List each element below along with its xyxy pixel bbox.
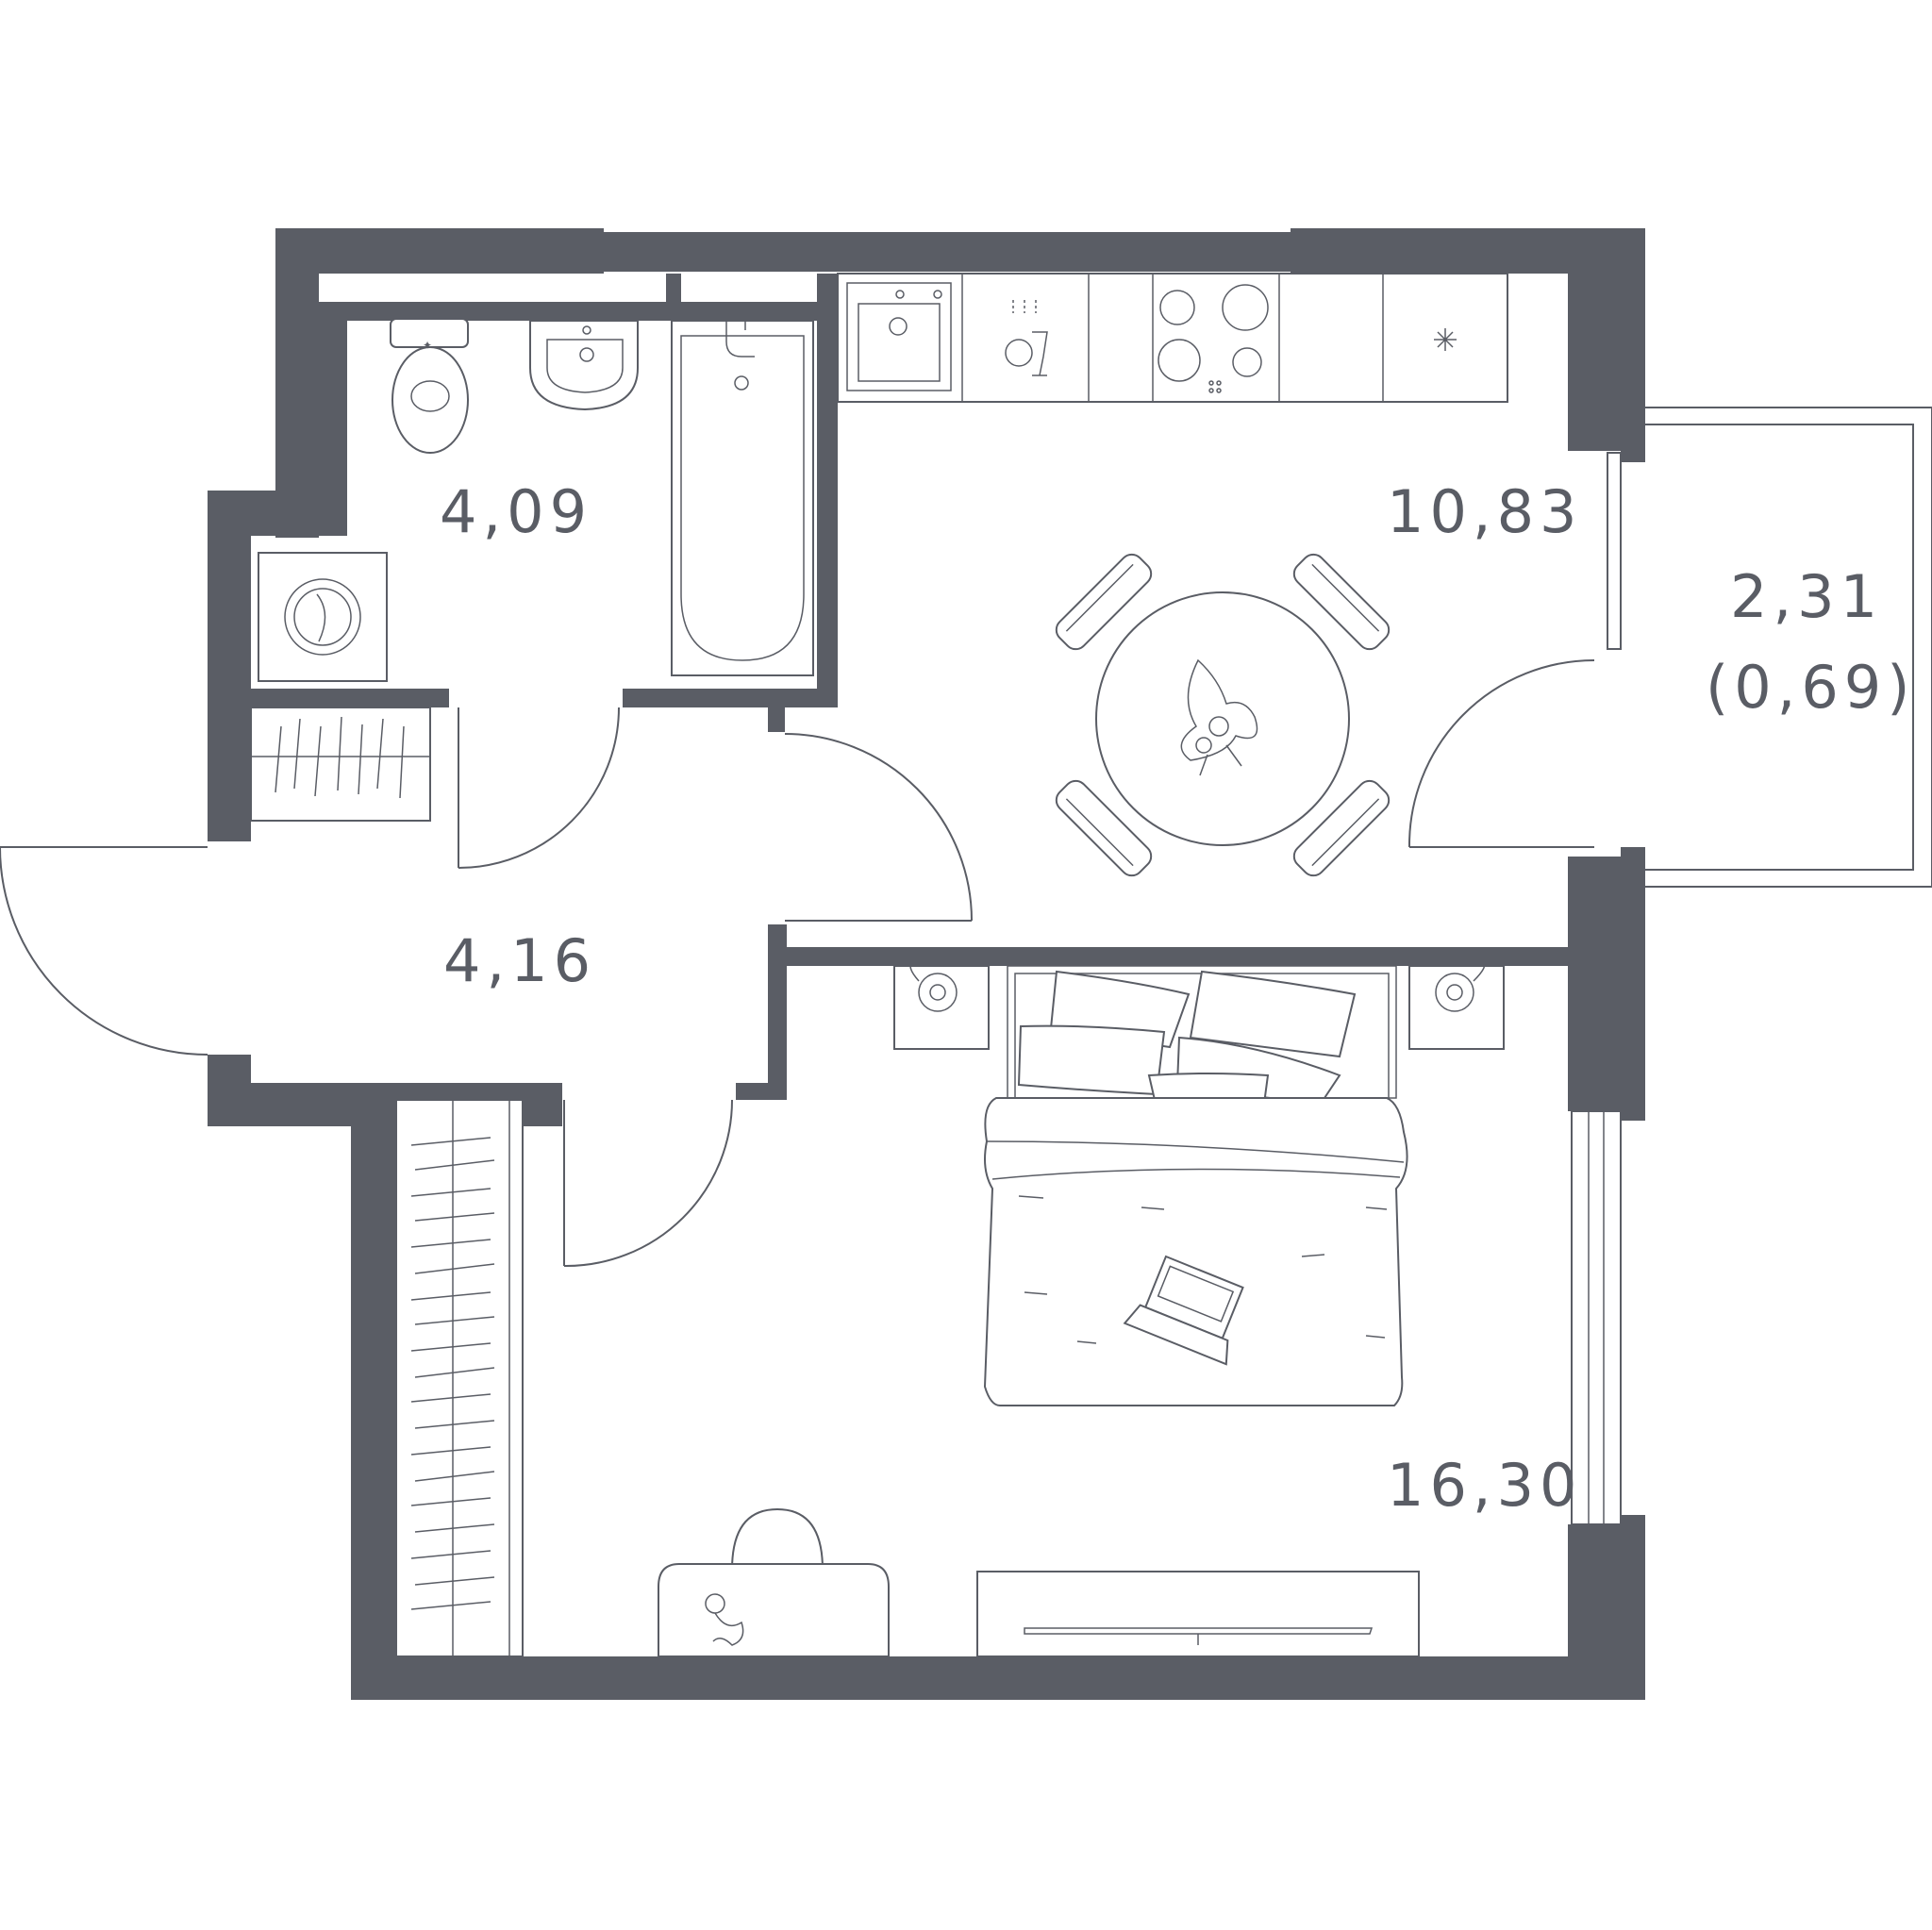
bedroom-fixtures: [395, 961, 1505, 1657]
svg-text:✦: ✦: [423, 339, 432, 352]
balcony: [1407, 407, 1932, 1525]
kitchen-area-label: 10,83: [1387, 477, 1583, 546]
dining-table-icon: [1055, 553, 1391, 877]
walls: [208, 228, 1645, 1700]
bedroom-door-icon: [563, 1099, 733, 1268]
bathroom-fixtures: ✦: [250, 318, 814, 822]
nightstand-icon: [1408, 961, 1505, 1050]
fridge-icon: [1434, 328, 1457, 351]
washing-machine-icon: [258, 552, 388, 682]
hall-area-label: 4,16: [443, 926, 596, 995]
bedroom-area-label: 16,30: [1387, 1451, 1583, 1520]
storage-shelf-icon: [250, 707, 431, 822]
bathtub-icon: [671, 320, 814, 676]
doors: [0, 707, 973, 1268]
sink-icon: [529, 320, 639, 411]
entrance-door-icon: [0, 846, 208, 1056]
cooktop-icon: [1158, 284, 1269, 393]
nightstand-icon: [893, 961, 990, 1050]
bathroom-door-icon: [458, 707, 620, 869]
wardrobe-icon: [395, 1099, 524, 1657]
toilet-icon: ✦: [390, 318, 469, 454]
balcony-area-label: 2,31: [1730, 562, 1883, 631]
plant-icon: [705, 1593, 744, 1646]
balcony-reduced-area-label: (0,69): [1706, 653, 1915, 722]
dishwasher-icon: [1005, 300, 1048, 376]
flower-vase-icon: [1180, 658, 1258, 776]
desk-icon: [658, 1507, 890, 1657]
kitchen-door-icon: [784, 733, 973, 922]
bathroom-area-label: 4,09: [440, 477, 592, 546]
bed-icon: [983, 965, 1408, 1406]
area-labels: 4,09 10,83 2,31 (0,69) 4,16 16,30: [440, 477, 1915, 1520]
kitchen-sink-icon: [846, 282, 952, 391]
laptop-icon: [1123, 1255, 1244, 1366]
kitchen-fixtures: [837, 273, 1508, 877]
tv-stand-icon: [976, 1571, 1420, 1657]
